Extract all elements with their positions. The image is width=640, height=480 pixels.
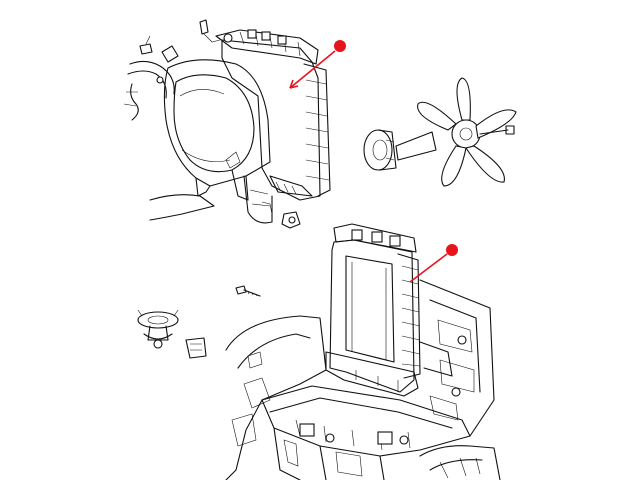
bolt-small [235,285,261,297]
radiator-upper [199,19,331,201]
front-end-structure [225,279,501,480]
hose [123,45,273,224]
callout-marker-lower [446,244,458,256]
callout-marker-upper [334,40,346,52]
fan-shroud [163,59,271,201]
bracket [261,201,301,229]
callout-upper [289,40,346,89]
callout-lower [409,244,458,283]
bolt [139,35,164,84]
clip [185,337,207,359]
fan-clutch [363,129,437,171]
radiator-lower [325,223,421,397]
thermostat [137,309,179,349]
fan-blade [417,77,517,187]
